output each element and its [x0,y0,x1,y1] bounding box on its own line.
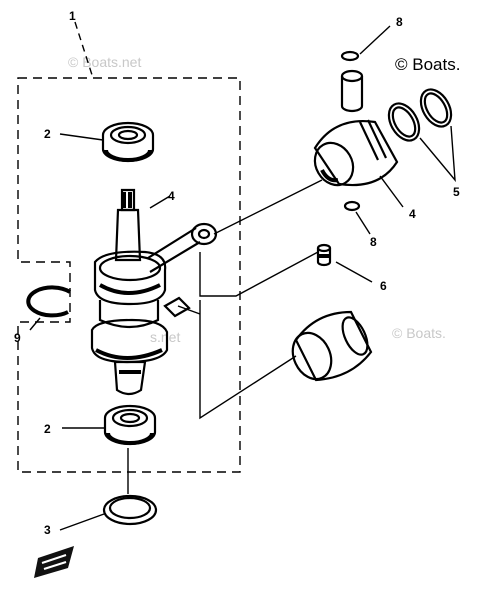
leader-4a [149,195,171,209]
leader-1 [74,21,94,79]
assembly-line-piston [213,179,323,235]
assembly-line-sleeve [199,300,297,420]
assembly-line-rod [199,251,319,297]
bearing-bottom [103,404,157,446]
bearing-top [101,121,155,163]
callout-2-top: 2 [44,127,51,141]
piston-pin [340,69,364,113]
cylinder-sleeve [291,310,373,382]
callout-6: 6 [380,279,387,293]
piston-pin-clip-top [340,50,360,62]
leader-8a [359,25,391,55]
callout-3: 3 [44,523,51,537]
leader-2a [59,133,104,141]
connecting-rod [147,222,218,273]
piston [313,119,399,187]
watermark-top: © Boats.net [68,54,141,70]
callout-4-crank: 4 [168,189,175,203]
callout-8-bottom: 8 [370,235,377,249]
watermark-right-top: © Boats. [395,55,460,74]
callout-8-top: 8 [396,15,403,29]
leader-4b [379,175,404,208]
crankshaft [90,188,169,396]
leader-6 [335,261,373,283]
leader-3 [59,513,105,531]
leader-9 [29,317,41,331]
watermark-right-mid: © Boats. [392,325,446,341]
assembly-boundary [17,77,241,473]
circlip [26,285,72,318]
callout-9: 9 [14,331,21,345]
piston-rings [387,88,453,142]
small-end-bearing [316,243,332,267]
oil-seal [102,494,158,526]
forward-arrow-icon [34,546,74,578]
callout-5: 5 [453,185,460,199]
callout-1: 1 [69,9,76,23]
leader-8b [355,211,371,235]
leader-5 [419,125,456,183]
watermark-center: s.net [150,329,180,345]
callout-4-piston: 4 [409,207,416,221]
crank-stud [163,296,201,318]
piston-pin-clip-bottom [343,200,361,212]
callout-2-bottom: 2 [44,422,51,436]
